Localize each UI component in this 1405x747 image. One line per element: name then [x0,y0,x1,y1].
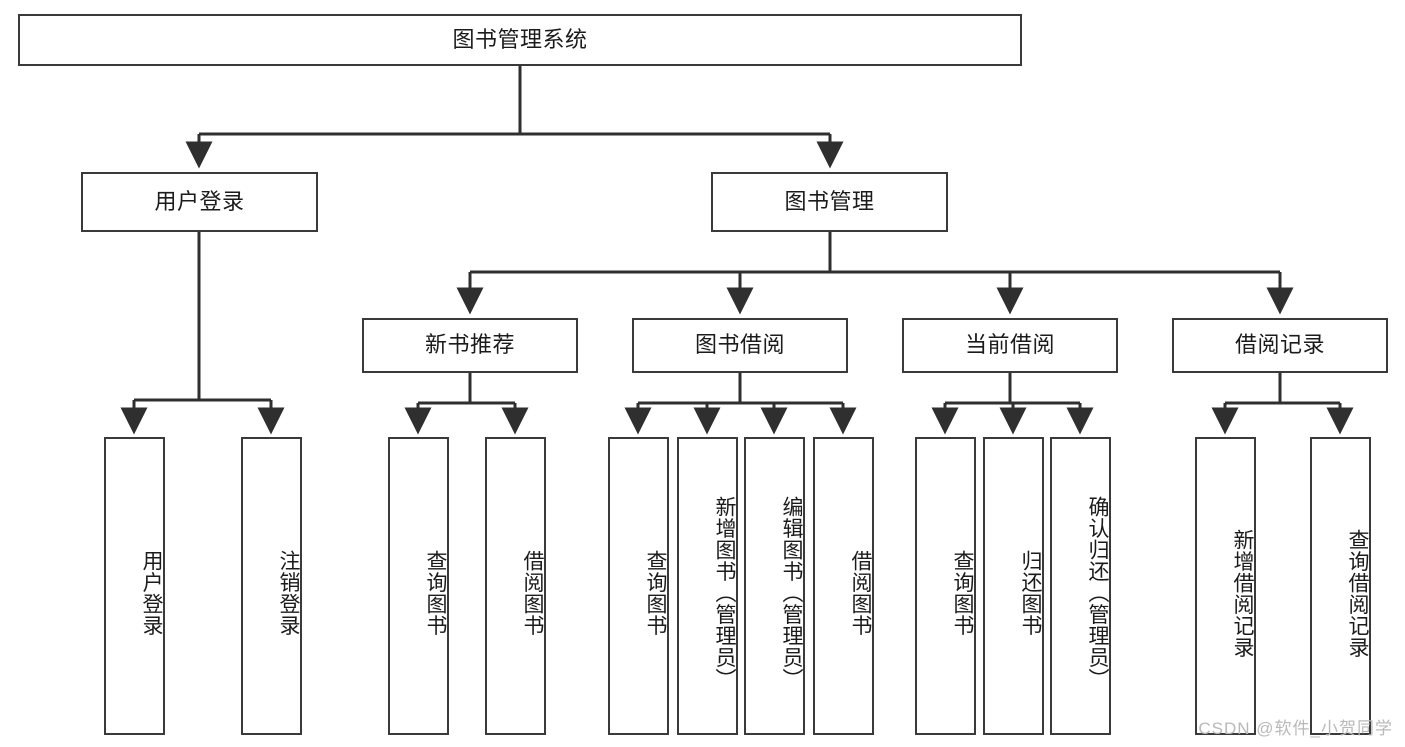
node-label: 确认归还（管理员） [1086,496,1109,690]
leaf-user-login[interactable]: 用户登录 [104,437,165,735]
node-label: 查询借阅记录 [1346,528,1369,658]
leaf-query-book-recommend[interactable]: 查询图书 [388,437,449,735]
node-book-borrow[interactable]: 图书借阅 [632,318,848,373]
node-label: 借阅图书 [521,550,544,636]
node-label: 新增借阅记录 [1231,528,1254,658]
leaf-logout-login[interactable]: 注销登录 [241,437,302,735]
leaf-query-borrow-record[interactable]: 查询借阅记录 [1310,437,1371,735]
node-label: 图书借阅 [694,332,785,358]
node-label: 借阅图书 [849,550,872,636]
node-label: 查询图书 [951,550,974,636]
node-label: 编辑图书（管理员） [780,496,803,690]
leaf-add-borrow-record[interactable]: 新增借阅记录 [1195,437,1256,735]
node-current-borrow[interactable]: 当前借阅 [902,318,1118,373]
leaf-confirm-return-admin[interactable]: 确认归还（管理员） [1050,437,1111,735]
leaf-edit-book-admin[interactable]: 编辑图书（管理员） [744,437,805,735]
node-label: 图书管理系统 [452,26,588,52]
node-book-management-system[interactable]: 图书管理系统 [18,14,1022,66]
leaf-query-book-current[interactable]: 查询图书 [915,437,976,735]
node-label: 当前借阅 [964,332,1055,358]
node-label: 查询图书 [644,550,667,636]
node-label: 用户登录 [154,188,245,214]
leaf-borrow-book-recommend[interactable]: 借阅图书 [485,437,546,735]
leaf-borrow-book[interactable]: 借阅图书 [813,437,874,735]
node-label: 用户登录 [140,550,163,636]
node-new-book-recommend[interactable]: 新书推荐 [362,318,578,373]
node-label: 查询图书 [424,550,447,636]
leaf-add-book-admin[interactable]: 新增图书（管理员） [677,437,738,735]
node-label: 注销登录 [277,550,300,636]
node-label: 借阅记录 [1234,332,1325,358]
node-label: 新书推荐 [424,332,515,358]
node-label: 归还图书 [1019,550,1042,636]
leaf-query-book-borrow[interactable]: 查询图书 [608,437,669,735]
leaf-return-book[interactable]: 归还图书 [983,437,1044,735]
node-book-management[interactable]: 图书管理 [711,172,948,232]
node-user-login[interactable]: 用户登录 [81,172,318,232]
node-label: 新增图书（管理员） [713,496,736,690]
node-borrow-record[interactable]: 借阅记录 [1172,318,1388,373]
node-label: 图书管理 [784,188,875,214]
